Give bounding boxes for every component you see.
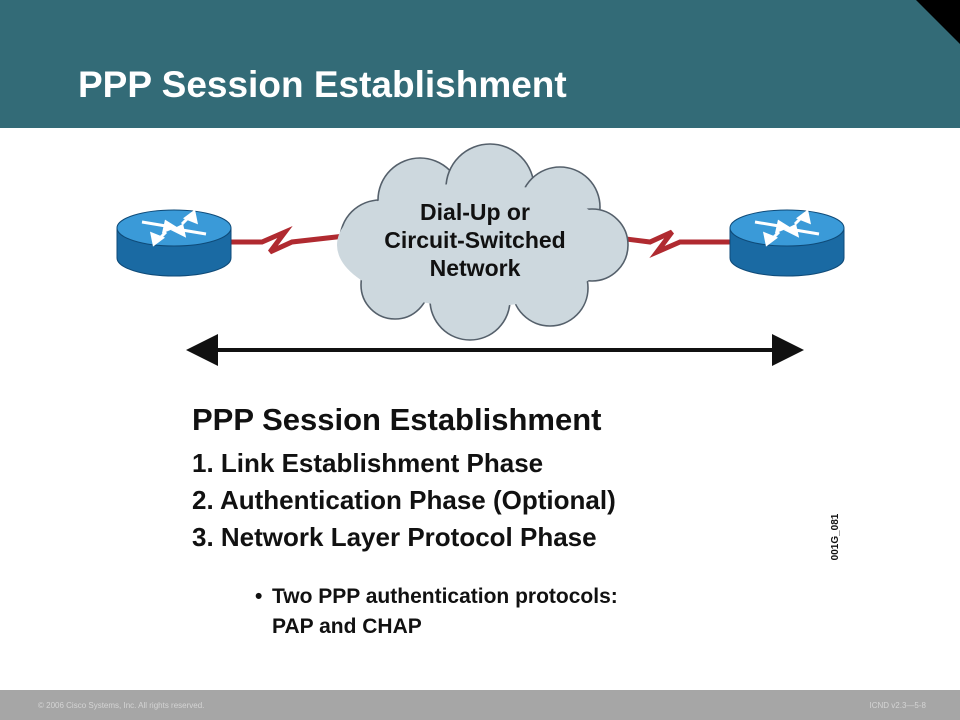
content-heading: PPP Session Establishment — [192, 402, 602, 437]
cloud-label: Dial-Up or Circuit-Switched Network — [345, 198, 605, 282]
bullet-line-2: PAP and CHAP — [272, 615, 422, 638]
slide-title: PPP Session Establishment — [78, 64, 567, 105]
router-icon-right — [729, 209, 845, 277]
cloud-label-line-3: Network — [429, 255, 521, 281]
phase-list: 1. Link Establishment Phase 2. Authentic… — [192, 445, 616, 556]
cloud-label-line-2: Circuit-Switched — [384, 227, 566, 253]
footer-bar: © 2006 Cisco Systems, Inc. All rights re… — [0, 690, 960, 720]
copyright-text: © 2006 Cisco Systems, Inc. All rights re… — [38, 701, 205, 710]
bullet-icon: • — [255, 585, 263, 608]
course-id: ICND v2.3—5-8 — [869, 701, 926, 710]
serial-link-right — [601, 229, 730, 259]
title-bar: PPP Session Establishment — [0, 0, 960, 128]
phase-item-2: 2. Authentication Phase (Optional) — [192, 485, 616, 515]
serial-link-left — [230, 225, 346, 255]
router-icon-left — [116, 209, 232, 277]
cloud-label-line-1: Dial-Up or — [420, 199, 530, 225]
cloud-fill — [337, 183, 613, 307]
bullet-text: Two PPP authentication protocols: PAP an… — [272, 582, 618, 642]
phase-item-1: 1. Link Establishment Phase — [192, 448, 544, 478]
bullet-line-1: Two PPP authentication protocols: — [272, 585, 618, 608]
figure-id: 001G_081 — [830, 513, 841, 561]
corner-decoration — [916, 0, 960, 44]
network-diagram — [116, 143, 845, 366]
phase-item-3: 3. Network Layer Protocol Phase — [192, 522, 597, 552]
